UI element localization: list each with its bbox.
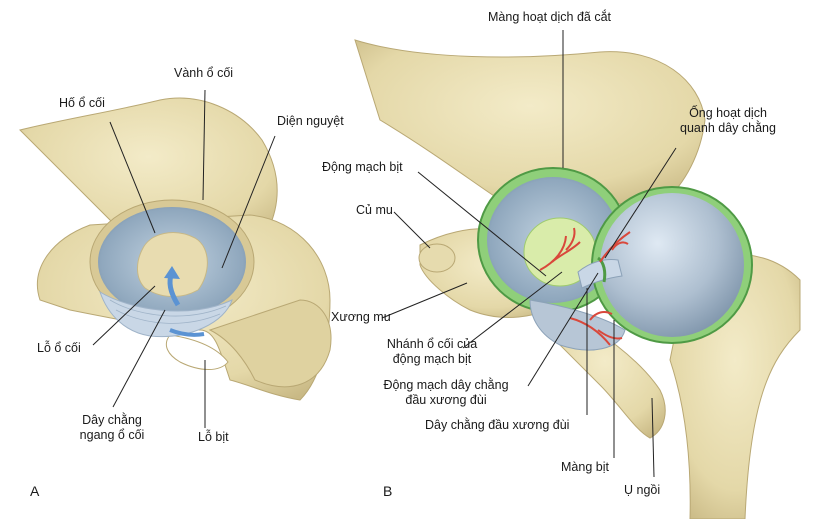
leader-lines-a xyxy=(92,89,276,428)
ligament-of-head-b xyxy=(577,259,623,289)
leader-lines-b xyxy=(381,30,677,478)
ilium-b xyxy=(354,39,706,206)
label-day-chang-ngang-line2: ngang ổ cối xyxy=(79,428,145,442)
label-ong-hoat-dich: Ống hoạt dịch quanh dây chằng xyxy=(664,106,792,136)
label-dm-day-chang: Động mạch dây chằng đầu xương đùi xyxy=(366,378,526,408)
pubic-tubercle-b xyxy=(418,243,456,273)
label-vanh-o-coi: Vành ổ cối xyxy=(174,66,234,80)
acetabular-fossa-a xyxy=(137,232,208,297)
panel-a-drawing xyxy=(19,97,332,401)
label-dm-day-chang-line1: Động mạch dây chằng xyxy=(383,378,509,392)
label-ong-hoat-dich-line1: Ống hoạt dịch xyxy=(689,106,767,120)
label-mang-bit: Màng bịt xyxy=(561,460,609,474)
label-dien-nguyet: Diện nguyệt xyxy=(277,114,344,128)
obturator-membrane-b xyxy=(529,299,626,351)
label-nhanh-o-coi: Nhánh ổ cối của động mạch bịt xyxy=(372,337,492,367)
label-dm-day-chang-line2: đầu xương đùi xyxy=(405,393,487,407)
label-day-chang-ngang: Dây chằng ngang ổ cối xyxy=(62,413,162,443)
label-dong-mach-bit: Động mạch bịt xyxy=(322,160,403,174)
label-ong-hoat-dich-line2: quanh dây chằng xyxy=(680,121,776,135)
label-mang-hoat-dich: Màng hoạt dịch đã cắt xyxy=(488,10,611,24)
label-day-chang-ngang-line1: Dây chằng xyxy=(82,413,142,427)
panel-b-drawing xyxy=(354,39,801,519)
label-day-chang-dau: Dây chằng đầu xương đùi xyxy=(425,418,570,432)
label-ho-o-coi: Hố ổ cối xyxy=(59,96,105,110)
label-nhanh-o-coi-line1: Nhánh ổ cối của xyxy=(386,337,478,351)
label-lo-o-coi: Lỗ ổ cối xyxy=(37,341,81,355)
label-nhanh-o-coi-line2: động mạch bịt xyxy=(392,352,472,366)
panel-label-b: B xyxy=(383,483,393,499)
label-cu-mu: Củ mu xyxy=(356,203,393,217)
ischium-a xyxy=(208,299,332,388)
label-u-ngoi: Ụ ngồi xyxy=(624,483,661,497)
transverse-ligament-a xyxy=(99,290,233,338)
label-xuong-mu: Xương mu xyxy=(331,310,391,324)
obturator-foramen-a xyxy=(165,334,229,370)
femoral-head-b xyxy=(600,193,744,337)
label-lo-bit: Lỗ bịt xyxy=(198,430,229,444)
panel-label-a: A xyxy=(30,483,40,499)
